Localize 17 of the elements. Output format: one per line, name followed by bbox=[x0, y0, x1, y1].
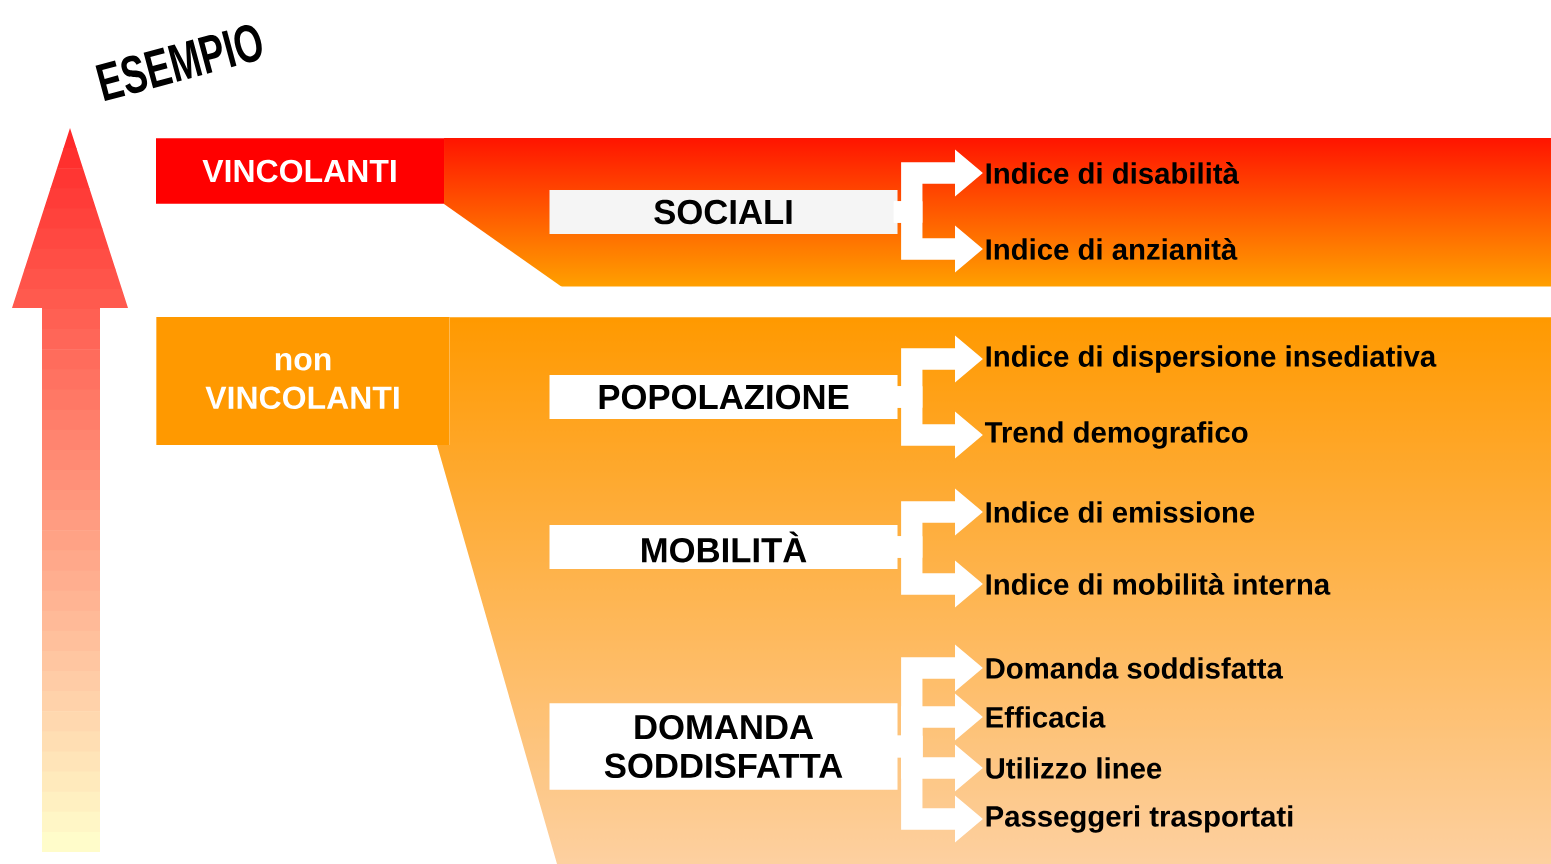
indicator-text: Indice di emissione bbox=[986, 501, 1255, 523]
indicator-text: Indice di dispersione insediativa bbox=[986, 345, 1437, 373]
indicator-text: Passeggeri trasportati bbox=[986, 805, 1293, 833]
indicator-text: Indice di mobilità interna bbox=[986, 573, 1331, 595]
indicator-text: Domanda soddisfatta bbox=[986, 657, 1284, 679]
indicator-text: Indice di disabilità bbox=[986, 162, 1239, 184]
header-box: non VINCOLANTI bbox=[156, 317, 450, 445]
indicator-text: Utilizzo linee bbox=[986, 757, 1162, 779]
stamp-text: ESEMPIO bbox=[95, 25, 262, 102]
category-box: SOCIALI bbox=[549, 190, 898, 234]
indicator-text: Indice di anzianità bbox=[986, 238, 1238, 260]
category-box: POPOLAZIONE bbox=[549, 375, 898, 419]
indicator-text: Efficacia bbox=[986, 706, 1106, 728]
category-box: MOBILITÀ bbox=[549, 525, 898, 569]
header-box: VINCOLANTI bbox=[156, 138, 444, 204]
indicator-text: Trend demografico bbox=[984, 421, 1248, 449]
category-box: DOMANDA SODDISFATTA bbox=[549, 703, 898, 790]
